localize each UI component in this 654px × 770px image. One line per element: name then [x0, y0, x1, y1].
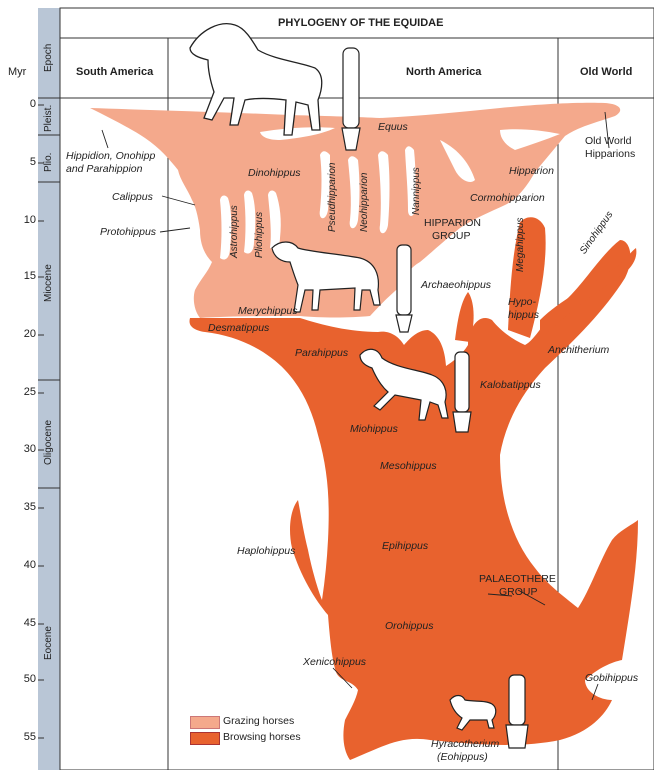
taxon-calippus: Calippus	[112, 191, 153, 203]
taxon-parahippus: Parahippus	[295, 347, 348, 359]
archaeohippus-branch	[455, 292, 474, 342]
legend-swatch-grazing	[190, 716, 220, 729]
tick-55: 55	[8, 731, 36, 743]
taxon-palaeothere-group-1: PALAEOTHERE	[479, 573, 556, 585]
taxon-haplohippus: Haplohippus	[237, 545, 295, 557]
epoch-miocene: Miocene	[43, 264, 54, 302]
legend-label-grazing: Grazing horses	[223, 715, 294, 727]
taxon-anchitherium: Anchitherium	[548, 344, 609, 356]
region-old-world: Old World	[580, 66, 632, 78]
epoch-pleistocene: Pleist.	[43, 105, 54, 132]
taxon-hyracotherium: Hyracotherium	[431, 738, 499, 750]
taxon-orohippus: Orohippus	[385, 620, 433, 632]
tick-40: 40	[8, 559, 36, 571]
tick-15: 15	[8, 270, 36, 282]
tick-35: 35	[8, 501, 36, 513]
taxon-hypohippus-2: hippus	[508, 309, 539, 321]
legend-swatch-browsing	[190, 732, 220, 745]
tick-30: 30	[8, 443, 36, 455]
taxon-merychippus: Merychippus	[238, 305, 298, 317]
taxon-hipparion-group-1: HIPPARION	[424, 217, 481, 229]
region-south-america: South America	[76, 66, 153, 78]
tick-5: 5	[8, 156, 36, 168]
epoch-header: Epoch	[43, 44, 54, 72]
tick-0: 0	[8, 98, 36, 110]
taxon-nannippus: Nannippus	[411, 167, 423, 215]
taxon-megahippus: Megahippus	[515, 218, 527, 272]
taxon-miohippus: Miohippus	[350, 423, 398, 435]
taxon-pliohippus: Pliohippus	[254, 212, 266, 258]
tick-20: 20	[8, 328, 36, 340]
taxon-hippidion: Hippidion, Onohipp	[66, 150, 155, 162]
epoch-oligocene: Oligocene	[43, 420, 54, 465]
taxon-hipparion-group-2: GROUP	[432, 230, 471, 242]
tick-45: 45	[8, 617, 36, 629]
taxon-xenicohippus: Xenicohippus	[303, 656, 366, 668]
tick-25: 25	[8, 386, 36, 398]
taxon-neohipparion: Neohipparion	[359, 173, 371, 233]
taxon-archaeohippus: Archaeohippus	[421, 279, 491, 291]
axis-unit: Myr	[8, 66, 26, 78]
taxon-oldworld-hipparions-1: Old World	[585, 135, 632, 147]
taxon-kalobatippus: Kalobatippus	[480, 379, 541, 391]
tick-50: 50	[8, 673, 36, 685]
taxon-gobihippus: Gobihippus	[585, 672, 638, 684]
browsing-horses-area	[190, 240, 638, 760]
taxon-oldworld-hipparions-2: Hipparions	[585, 148, 635, 160]
diagram-title: PHYLOGENY OF THE EQUIDAE	[278, 17, 443, 29]
taxon-hipparion: Hipparion	[509, 165, 554, 177]
taxon-hypohippus-1: Hypo-	[508, 296, 536, 308]
taxon-astrohippus: Astrohippus	[229, 205, 241, 258]
taxon-palaeothere-group-2: GROUP	[499, 586, 538, 598]
taxon-epihippus: Epihippus	[382, 540, 428, 552]
taxon-pseudhipparion: Pseudhipparion	[327, 163, 339, 233]
taxon-desmatippus: Desmatippus	[208, 322, 269, 334]
taxon-equus: Equus	[378, 121, 408, 133]
epoch-pliocene: Plio.	[43, 153, 54, 172]
taxon-mesohippus: Mesohippus	[380, 460, 437, 472]
taxon-eohippus: (Eohippus)	[437, 751, 488, 763]
taxon-dinohippus: Dinohippus	[248, 167, 301, 179]
tick-10: 10	[8, 214, 36, 226]
epoch-eocene: Eocene	[43, 626, 54, 660]
legend-label-browsing: Browsing horses	[223, 731, 301, 743]
taxon-parahippion: and Parahippion	[66, 163, 142, 175]
taxon-cormohipparion: Cormohipparion	[470, 192, 545, 204]
region-north-america: North America	[406, 66, 481, 78]
taxon-protohippus: Protohippus	[100, 226, 156, 238]
